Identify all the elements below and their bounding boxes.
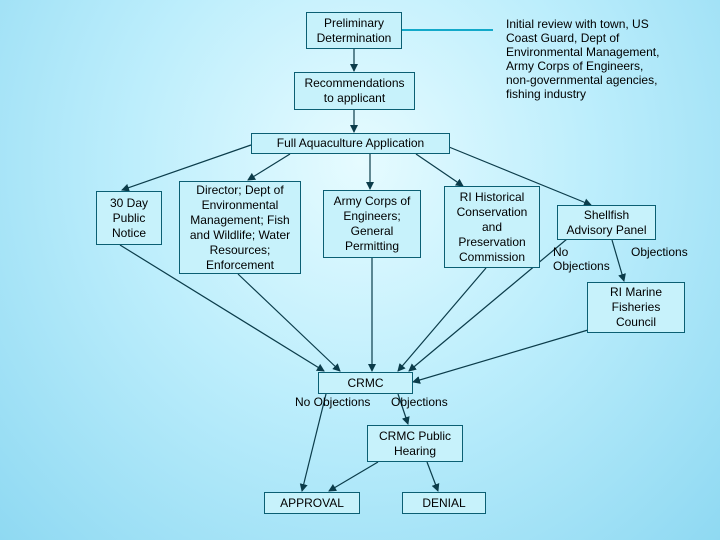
- initial-review-note: Initial review with town, US Coast Guard…: [506, 17, 660, 101]
- denial-box: DENIAL: [402, 492, 486, 514]
- recommendations-box: Recommendations to applicant: [294, 72, 415, 110]
- arrow-application-to-ri-historical: [415, 153, 464, 187]
- crmc-hearing-box: CRMC Public Hearing: [367, 425, 463, 462]
- army-corps-box: Army Corps of Engineers; General Permitt…: [323, 190, 421, 258]
- crmc-objections-label: Objections: [391, 395, 448, 409]
- approval-box: APPROVAL: [264, 492, 360, 514]
- ri-historical-box: RI Historical Conservation and Preservat…: [444, 186, 540, 268]
- arrow-application-to-public-notice: [121, 144, 252, 192]
- arrow-marine-fisheries-to-crmc: [412, 329, 589, 384]
- shellfish-no-objections-label: No Objections: [553, 245, 610, 273]
- arrow-crmc-to-hearing: [397, 393, 410, 425]
- arrow-shellfish-to-crmc: [408, 238, 568, 372]
- arrow-crmc-to-approval: [299, 393, 327, 492]
- arrow-ri-historical-to-crmc: [397, 267, 487, 372]
- arrow-application-to-shellfish: [448, 146, 592, 207]
- marine-fisheries-box: RI Marine Fisheries Council: [587, 282, 685, 333]
- arrow-application-to-director: [247, 153, 291, 181]
- arrow-director-to-crmc: [237, 273, 341, 372]
- arrow-hearing-to-denial: [426, 461, 440, 492]
- shellfish-objections-label: Objections: [631, 245, 688, 259]
- arrow-hearing-to-approval: [328, 461, 379, 492]
- crmc-box: CRMC: [318, 372, 413, 394]
- public-notice-box: 30 Day Public Notice: [96, 191, 162, 245]
- arrow-public-notice-to-crmc: [119, 244, 325, 372]
- shellfish-panel-box: Shellfish Advisory Panel: [557, 205, 656, 240]
- arrow-shellfish-to-marine-fisheries: [611, 239, 626, 282]
- full-application-box: Full Aquaculture Application: [251, 133, 450, 154]
- preliminary-determination-box: Preliminary Determination: [306, 12, 402, 49]
- director-box: Director; Dept of Environmental Manageme…: [179, 181, 301, 274]
- crmc-no-objections-label: No Objections: [295, 395, 371, 409]
